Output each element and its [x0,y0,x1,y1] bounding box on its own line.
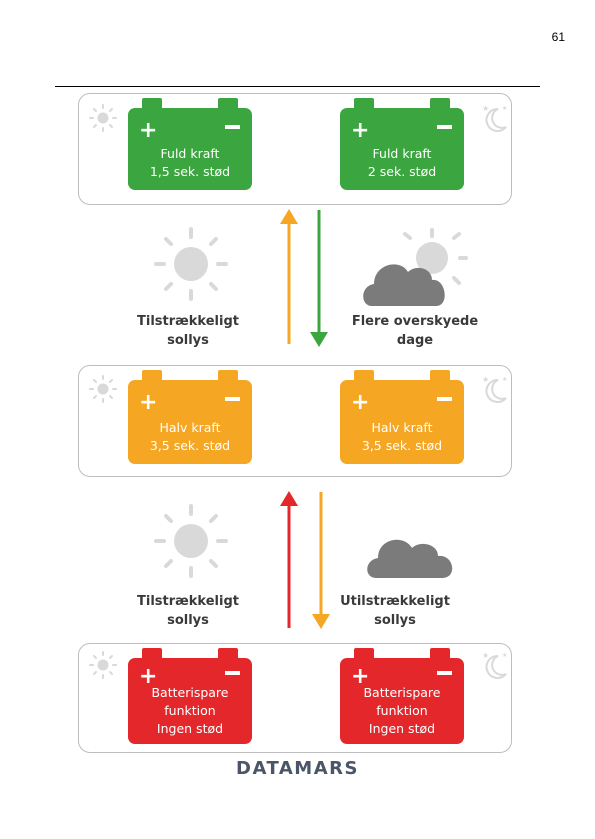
minus-icon [437,125,452,129]
minus-icon [225,125,240,129]
plus-icon: + [139,120,157,142]
svg-text:★: ★ [502,105,507,112]
transition-caption-right: Flere overskyede dage [345,312,485,350]
sun-icon [150,500,232,582]
battery-label: Batterispare [151,684,228,702]
small-sun-icon [88,374,118,404]
plus-icon: + [139,666,157,688]
svg-text:★: ★ [502,376,507,383]
svg-text:★: ★ [482,375,489,384]
battery-label: Batterispare [363,684,440,702]
small-sun-icon [88,103,118,133]
battery-label: Ingen stød [369,720,435,738]
minus-icon [437,397,452,401]
caption-line: sollys [118,611,258,630]
plus-icon: + [351,666,369,688]
battery-label: 3,5 sek. stød [150,437,230,455]
caption-line: sollys [325,611,465,630]
transition-caption-left: Tilstrækkeligt sollys [118,592,258,630]
caption-line: Tilstrækkeligt [118,312,258,331]
battery-label: Halv kraft [371,419,432,437]
battery-label: Halv kraft [159,419,220,437]
caption-line: Flere overskyede [345,312,485,331]
battery-label: funktion [164,702,215,720]
page-number: 61 [0,30,565,44]
cloud-icon [362,520,462,580]
battery-label: 3,5 sek. stød [362,437,442,455]
plus-icon: + [351,120,369,142]
moon-stars-icon: ★ ★ [476,648,510,682]
battery-label: 1,5 sek. stød [150,163,230,181]
svg-text:★: ★ [482,651,489,660]
up-arrow [279,490,299,630]
caption-line: sollys [118,331,258,350]
header-rule [55,86,540,87]
minus-icon [225,397,240,401]
sun-icon [150,223,232,305]
caption-line: Tilstrækkeligt [118,592,258,611]
minus-icon [225,671,240,675]
svg-text:★: ★ [502,652,507,659]
minus-icon [437,671,452,675]
cloud-sun-icon [358,228,470,310]
small-sun-icon [88,650,118,680]
battery-label: Fuld kraft [161,145,220,163]
transition-caption-right: Utilstrækkeligt sollys [325,592,465,630]
battery-label: Ingen stød [157,720,223,738]
caption-line: Utilstrækkeligt [325,592,465,611]
datamars-logo: DATAMARS [0,758,595,779]
battery-label: 2 sek. stød [368,163,436,181]
plus-icon: + [351,392,369,414]
battery-label: funktion [376,702,427,720]
down-arrow [309,210,329,348]
plus-icon: + [139,392,157,414]
transition-caption-left: Tilstrækkeligt sollys [118,312,258,350]
moon-stars-icon: ★ ★ [476,372,510,406]
caption-line: dage [345,331,485,350]
svg-text:★: ★ [482,104,489,113]
up-arrow [279,208,299,348]
moon-stars-icon: ★ ★ [476,101,510,135]
battery-label: Fuld kraft [373,145,432,163]
